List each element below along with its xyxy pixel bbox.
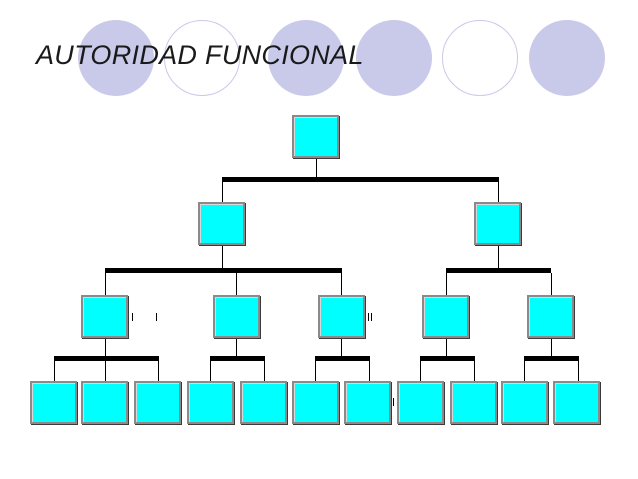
org-unit-level3-box — [527, 295, 574, 338]
org-unit-level4-box — [397, 381, 444, 424]
org-unit-level2-box — [198, 202, 245, 245]
org-unit-level4-box — [30, 381, 77, 424]
decorative-circle-3 — [268, 20, 344, 96]
slide-title: AUTORIDAD FUNCIONAL — [36, 40, 364, 70]
org-unit-level4-box — [501, 381, 548, 424]
org-unit-level3-box — [213, 295, 260, 338]
org-unit-level4-box — [240, 381, 287, 424]
org-unit-level4-box — [81, 381, 128, 424]
decorative-circle-1 — [78, 20, 154, 96]
org-unit-level3-box — [422, 295, 469, 338]
org-unit-level3-box — [318, 295, 365, 338]
org-unit-level2-box — [474, 202, 521, 245]
decorative-circle-6 — [529, 20, 605, 96]
org-unit-level4-box — [553, 381, 600, 424]
org-unit-level1-box — [292, 115, 339, 158]
decorative-circle-4 — [356, 20, 432, 96]
org-unit-level4-box — [292, 381, 339, 424]
decorative-circle-2 — [164, 20, 240, 96]
decorative-circle-5 — [442, 20, 518, 96]
org-unit-level3-box — [81, 295, 128, 338]
org-unit-level4-box — [187, 381, 234, 424]
org-unit-level4-box — [134, 381, 181, 424]
org-unit-level4-box — [450, 381, 497, 424]
org-unit-level4-box — [344, 381, 391, 424]
